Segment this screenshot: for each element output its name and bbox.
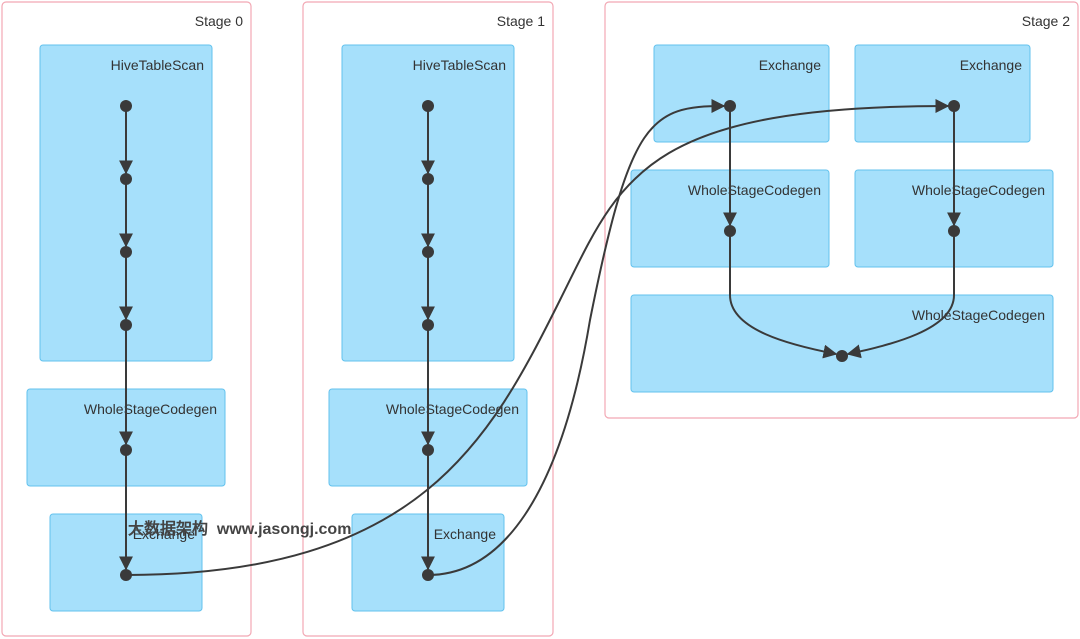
node-s2-codegen-right xyxy=(948,225,960,237)
s0-whole-stage-codegen-label: WholeStageCodegen xyxy=(84,401,217,417)
stage-2-label: Stage 2 xyxy=(1022,13,1070,29)
s1-exchange-label: Exchange xyxy=(434,526,496,542)
s0-exchange-label: Exchange xyxy=(133,526,195,542)
s1-whole-stage-codegen-label: WholeStageCodegen xyxy=(386,401,519,417)
s2-exchange-right-label: Exchange xyxy=(960,57,1022,73)
node-s1-3 xyxy=(422,246,434,258)
edge-s0-exchange-to-s2-right-exchange xyxy=(125,99,950,576)
s0-hive-table-scan-label: HiveTableScan xyxy=(111,57,204,73)
s2-exchange-left-box xyxy=(653,44,830,143)
s2-exchange-right-box xyxy=(854,44,1031,143)
watermark: 大数据架构 www.jasongj.com xyxy=(128,519,351,538)
node-s2-join xyxy=(836,350,848,362)
node-s1-5 xyxy=(422,444,434,456)
node-s0-6 xyxy=(120,569,132,581)
edge-s2-right-to-join xyxy=(846,231,955,359)
node-s0-1 xyxy=(120,100,132,112)
s2-whole-stage-codegen-left-label: WholeStageCodegen xyxy=(688,182,821,198)
node-s0-4 xyxy=(120,319,132,331)
node-s0-2 xyxy=(120,173,132,185)
node-s2-exchange-left xyxy=(724,100,736,112)
nodes xyxy=(120,100,960,581)
edge-s2-left-to-join xyxy=(729,231,838,359)
node-s2-codegen-left xyxy=(724,225,736,237)
node-s1-2 xyxy=(422,173,434,185)
node-s1-6 xyxy=(422,569,434,581)
stage-0-label: Stage 0 xyxy=(195,13,243,29)
stage-1-label: Stage 1 xyxy=(497,13,545,29)
edge-s1-exchange-to-s2-left-exchange xyxy=(427,99,726,576)
s2-whole-stage-codegen-right-label: WholeStageCodegen xyxy=(912,182,1045,198)
s2-whole-stage-codegen-join-label: WholeStageCodegen xyxy=(912,307,1045,323)
node-s0-5 xyxy=(120,444,132,456)
s1-hive-table-scan-label: HiveTableScan xyxy=(413,57,506,73)
node-s1-1 xyxy=(422,100,434,112)
node-s0-3 xyxy=(120,246,132,258)
node-s2-exchange-right xyxy=(948,100,960,112)
node-s1-4 xyxy=(422,319,434,331)
s2-exchange-left-label: Exchange xyxy=(759,57,821,73)
s2-whole-stage-codegen-join-box xyxy=(630,294,1054,393)
